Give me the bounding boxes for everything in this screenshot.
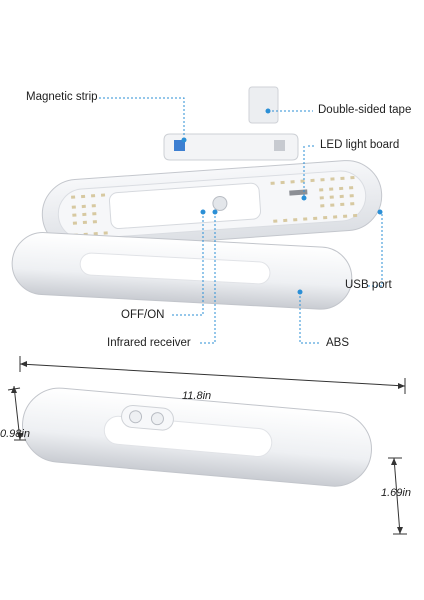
led-dot: [293, 218, 298, 222]
assembled-product: [22, 387, 372, 487]
led-board-part: [41, 160, 383, 250]
led-dot: [329, 187, 334, 191]
label-double-sided-tape: Double-sided tape: [318, 104, 412, 116]
led-dot: [82, 212, 87, 217]
led-dot: [80, 194, 86, 199]
led-dot: [352, 213, 358, 218]
led-dot: [349, 186, 354, 190]
label-off-on: OFF/ON: [121, 309, 165, 321]
led-dot: [339, 194, 344, 199]
led-dot: [319, 188, 324, 192]
led-dot: [329, 195, 334, 199]
led-dot: [91, 204, 96, 208]
led-dot: [273, 219, 278, 223]
led-dot: [93, 232, 98, 236]
dimension-depth: 0.98in: [0, 428, 30, 440]
magnetic-strip-part: [163, 133, 299, 161]
led-dot: [340, 202, 345, 207]
led-dot: [333, 215, 338, 219]
dimension-length: 11.8in: [182, 390, 212, 402]
led-dot: [103, 231, 108, 235]
led-dot: [350, 176, 355, 180]
led-dot: [71, 195, 76, 199]
led-dot: [280, 180, 285, 185]
led-dot: [82, 220, 88, 225]
led-dot: [81, 204, 86, 209]
led-dot: [319, 196, 324, 200]
label-usb-port: USB port: [345, 279, 392, 291]
dimension-lines: [7, 356, 407, 535]
led-dots: [71, 176, 358, 237]
led-dot: [350, 202, 355, 206]
label-abs: ABS: [326, 337, 350, 349]
abs-cover-part: [11, 232, 353, 310]
led-dot: [310, 178, 315, 183]
leader-dots: [181, 108, 383, 295]
led-dot: [323, 216, 328, 220]
led-dot: [313, 216, 318, 220]
led-dot: [92, 220, 97, 224]
led-dot: [349, 194, 354, 198]
dimension-height: 1.69in: [381, 487, 411, 499]
led-dot: [290, 180, 295, 184]
led-dot: [72, 221, 78, 225]
led-dot: [343, 214, 348, 218]
led-dot: [72, 213, 77, 217]
led-dot: [339, 186, 344, 191]
led-dot: [340, 176, 345, 180]
led-dot: [300, 179, 305, 183]
led-dot: [71, 205, 76, 209]
led-dot: [90, 194, 96, 198]
led-dot: [283, 218, 288, 223]
led-dot: [320, 204, 325, 208]
led-dot: [330, 203, 335, 207]
led-dot: [100, 193, 106, 197]
label-magnetic-strip: Magnetic strip: [26, 91, 98, 103]
dimension-arrows: [11, 361, 405, 534]
led-dot: [270, 181, 275, 185]
led-dot: [303, 217, 308, 221]
label-infrared-receiver: Infrared receiver: [107, 337, 191, 349]
tape-square: [248, 86, 279, 124]
led-dot: [330, 177, 335, 181]
led-dot: [320, 178, 325, 182]
led-dot: [92, 212, 97, 216]
label-led-light-board: LED light board: [320, 139, 400, 151]
